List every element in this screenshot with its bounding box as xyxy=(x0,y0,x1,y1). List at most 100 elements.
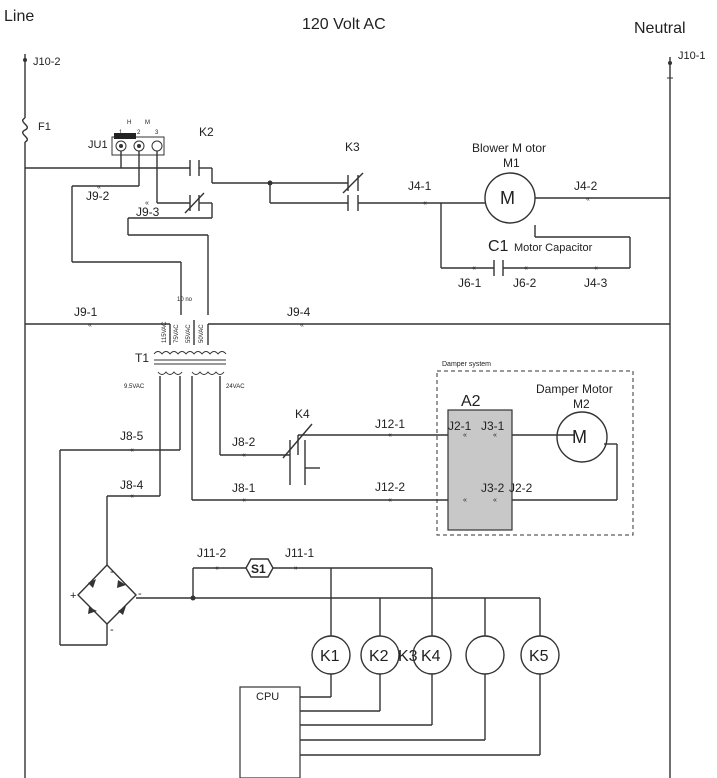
relay-k3-label: K3 xyxy=(345,140,360,154)
ju1-h: H xyxy=(127,120,131,126)
terminal-j10-2: J10-2 xyxy=(33,56,61,68)
t1-secondary-right: 24VAC xyxy=(226,384,245,390)
jumper-ju1-label: JU1 xyxy=(88,139,108,151)
t1-tap-50: 50VAC xyxy=(199,324,205,343)
svg-text:«: « xyxy=(242,452,246,459)
svg-text:«: « xyxy=(388,497,392,504)
terminal-j10-1: J10-1 xyxy=(678,50,706,62)
blower-motor: M xyxy=(484,172,536,224)
svg-text:«: « xyxy=(423,200,427,207)
t1-secondary-left: 9.5VAC xyxy=(124,384,145,390)
svg-text:«: « xyxy=(594,265,598,272)
terminal-j6-2: J6-2 xyxy=(513,276,537,290)
transformer-t1 xyxy=(153,351,227,375)
svg-text:«: « xyxy=(493,497,497,504)
terminal-j11-2: J11-2 xyxy=(197,546,226,560)
ju1-pin-1: 1 xyxy=(119,130,123,136)
coil-k4-label: K4 xyxy=(421,648,441,665)
damper-motor-symbol: M xyxy=(572,427,587,447)
svg-text:«: « xyxy=(463,432,467,439)
bridge-sign-top: - xyxy=(110,566,114,578)
blower-motor-title: Blower M otor xyxy=(472,141,546,155)
relay-k2-label: K2 xyxy=(199,125,214,139)
top-branch-wiring xyxy=(25,151,670,315)
line-rail xyxy=(22,54,28,778)
coil-k5: K5 xyxy=(520,635,560,675)
bridge-sign-bottom: - xyxy=(110,624,114,636)
svg-text:«: « xyxy=(586,196,590,203)
svg-text:«: « xyxy=(463,497,467,504)
terminal-j4-3: J4-3 xyxy=(584,276,608,290)
damper-motor: M xyxy=(556,411,608,463)
control-wiring xyxy=(136,567,541,756)
terminal-j8-5: J8-5 xyxy=(120,429,144,443)
terminal-j9-2: J9-2 xyxy=(86,189,110,203)
t1-tap-top: 10 no xyxy=(177,297,193,303)
bridge-rectifier xyxy=(77,563,137,625)
svg-text:«: « xyxy=(130,447,134,454)
capacitor-c1-desc: Motor Capacitor xyxy=(514,242,593,254)
svg-text:«: « xyxy=(388,432,392,439)
switch-s1-label: S1 xyxy=(251,562,266,576)
svg-text:«: « xyxy=(130,493,134,500)
coil-k1: K1 xyxy=(311,635,351,675)
ju1-pin-3: 3 xyxy=(155,130,159,136)
coil-k1-label: K1 xyxy=(320,648,340,665)
capacitor-c1 xyxy=(493,260,504,276)
bridge-sign-plus: + xyxy=(70,590,76,602)
svg-text:«: « xyxy=(88,322,92,329)
coil-unlabeled xyxy=(465,635,505,675)
terminal-j9-3: J9-3 xyxy=(136,205,160,219)
damper-motor-title: Damper Motor xyxy=(536,382,613,396)
coil-k2: K2 xyxy=(360,635,400,675)
damper-system-label: Damper system xyxy=(442,361,491,368)
cpu-label: CPU xyxy=(256,691,279,703)
terminal-j12-2: J12-2 xyxy=(375,480,405,494)
relay-k4-label: K4 xyxy=(295,407,310,421)
relay-k4-contact xyxy=(282,423,320,485)
primary-rail xyxy=(25,320,670,345)
t1-tap-55: 55VAC xyxy=(186,324,192,343)
jumper-ju1 xyxy=(111,133,165,156)
svg-text:«: « xyxy=(242,497,246,504)
switch-s1 xyxy=(245,558,274,578)
coil-k5-label: K5 xyxy=(529,648,549,665)
fuse-f1: F1 xyxy=(38,121,51,133)
blower-motor-symbol: M xyxy=(500,188,515,208)
terminal-j9-1: J9-1 xyxy=(74,305,98,319)
terminal-j2-2: J2-2 xyxy=(509,481,533,495)
terminal-j12-1: J12-1 xyxy=(375,417,405,431)
svg-text:«: « xyxy=(300,322,304,329)
ju1-m: M xyxy=(145,120,150,126)
capacitor-c1-label: C1 xyxy=(488,238,509,255)
terminal-j4-1: J4-1 xyxy=(408,179,432,193)
relay-k3-contacts xyxy=(342,172,364,211)
neutral-rail xyxy=(667,57,673,778)
damper-board-a2-label: A2 xyxy=(461,393,481,410)
damper-system-box xyxy=(436,370,634,536)
terminal-j2-1: J2-1 xyxy=(448,419,472,433)
terminal-j3-1: J3-1 xyxy=(481,419,505,433)
t1-tap-115: 115VAC xyxy=(162,321,168,343)
blower-motor-id: M1 xyxy=(503,156,520,170)
svg-text:»: » xyxy=(294,565,298,572)
coil-k2-label: K2 xyxy=(369,648,389,665)
bridge-sign-right: - xyxy=(138,588,142,600)
neutral-label: Neutral xyxy=(634,20,686,37)
svg-text:«: « xyxy=(97,184,101,191)
relay-k2-contacts xyxy=(184,160,205,214)
cpu-block xyxy=(239,686,301,778)
t1-tap-75: 75VAC xyxy=(174,324,180,343)
svg-text:«: « xyxy=(145,200,149,207)
damper-board-a2 xyxy=(447,409,513,531)
terminal-j9-4: J9-4 xyxy=(287,305,311,319)
svg-text:«: « xyxy=(493,432,497,439)
terminal-j8-2: J8-2 xyxy=(232,435,256,449)
line-label: Line xyxy=(4,8,34,25)
damper-motor-id: M2 xyxy=(573,397,590,411)
terminal-j11-1: J11-1 xyxy=(285,546,314,560)
svg-text:«: « xyxy=(524,265,528,272)
terminal-j3-2: J3-2 xyxy=(481,481,505,495)
connector-marks: « « « « « « « « « « « « « « « « « « « « … xyxy=(88,184,598,572)
